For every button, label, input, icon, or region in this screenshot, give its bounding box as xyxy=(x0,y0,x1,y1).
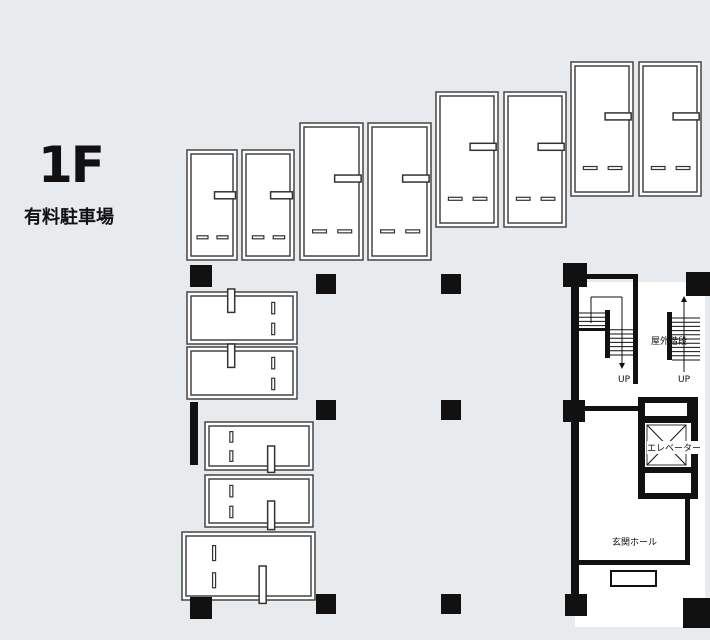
parking-space xyxy=(186,346,298,400)
wheel-stop xyxy=(229,450,234,462)
wheel-stop xyxy=(405,229,421,234)
parking-space-inner xyxy=(185,535,312,597)
wheel-stop xyxy=(607,165,623,171)
wheel-stop xyxy=(472,196,488,201)
parking-space xyxy=(367,122,432,261)
pillar xyxy=(686,272,710,296)
parking-space-inner xyxy=(208,478,310,524)
wheel-stop xyxy=(229,484,234,498)
wheel-stop xyxy=(380,229,396,234)
wheel-stop xyxy=(251,235,265,240)
pillar xyxy=(316,594,336,614)
pillar xyxy=(316,400,336,420)
elevator-bottom-panel xyxy=(645,473,691,493)
wall-hall-right xyxy=(685,495,690,565)
entrance-hall-label: 玄関ホール xyxy=(612,538,658,548)
elevator-top-panel xyxy=(645,403,687,416)
wall-left xyxy=(571,270,579,610)
parking-space-inner xyxy=(190,295,294,341)
pillar xyxy=(190,597,212,619)
parking-space xyxy=(181,531,316,601)
wall-mid xyxy=(575,406,640,411)
wheel-stop xyxy=(675,165,691,171)
pillar xyxy=(316,274,336,294)
wheel-stop xyxy=(312,229,328,234)
parking-space xyxy=(435,91,499,228)
entrance-mat xyxy=(610,570,657,587)
up-arrow-icon xyxy=(619,363,625,369)
wheel-stop xyxy=(650,165,666,171)
parking-door-handle xyxy=(604,112,632,121)
up-label-right: UP xyxy=(678,375,691,385)
parking-door-handle xyxy=(266,445,276,474)
stair-wall xyxy=(633,274,638,384)
parking-space-inner xyxy=(574,65,630,193)
wheel-stop xyxy=(447,196,463,201)
parking-space xyxy=(204,474,314,528)
wheel-stop xyxy=(272,235,286,240)
wall-hall-bottom xyxy=(575,560,690,565)
parking-space xyxy=(503,91,567,228)
pillar xyxy=(683,598,710,628)
parking-space xyxy=(186,149,238,261)
parking-door-handle xyxy=(469,142,497,152)
floor-title: 1F xyxy=(38,136,105,194)
wall-segment xyxy=(190,402,198,465)
wheel-stop xyxy=(196,235,209,240)
parking-door-handle xyxy=(266,500,276,531)
wheel-stop xyxy=(515,196,531,201)
parking-door-handle xyxy=(226,343,236,369)
parking-space xyxy=(241,149,295,261)
wheel-stop xyxy=(540,196,556,201)
wheel-stop xyxy=(337,229,353,234)
pillar xyxy=(190,265,212,287)
wall-top xyxy=(575,274,637,279)
up-label-left: UP xyxy=(618,375,631,385)
wheel-stop xyxy=(582,165,598,171)
wheel-stop xyxy=(211,544,217,562)
parking-space-inner xyxy=(439,95,495,224)
wheel-stop xyxy=(229,431,234,443)
pillar xyxy=(441,274,461,294)
wheel-stop xyxy=(216,235,229,240)
wheel-stop xyxy=(271,356,276,370)
parking-space xyxy=(299,122,364,261)
parking-space-inner xyxy=(642,65,698,193)
parking-door-handle xyxy=(258,565,267,605)
parking-door-handle xyxy=(401,174,430,183)
parking-door-handle xyxy=(213,191,237,200)
up-arrow-icon xyxy=(681,296,687,302)
stair-rail xyxy=(605,310,610,358)
wheel-stop xyxy=(271,322,276,336)
parking-door-handle xyxy=(672,112,700,121)
stair-rail xyxy=(667,312,672,360)
floor-subtitle: 有料駐車場 xyxy=(24,207,114,228)
parking-space xyxy=(638,61,702,197)
elevator-label: エレベーター xyxy=(647,441,702,454)
wheel-stop xyxy=(271,377,276,391)
parking-door-handle xyxy=(226,288,236,314)
parking-space-inner xyxy=(371,126,428,257)
parking-space-inner xyxy=(245,153,291,257)
parking-space-inner xyxy=(303,126,360,257)
outdoor-stairs-label: 屋外階段 xyxy=(651,337,688,347)
parking-space-inner xyxy=(190,350,294,396)
parking-space xyxy=(204,421,314,471)
landing-wall xyxy=(575,328,605,331)
wheel-stop xyxy=(271,301,276,315)
pillar xyxy=(441,594,461,614)
parking-space xyxy=(570,61,634,197)
wheel-stop xyxy=(211,572,217,589)
parking-space-inner xyxy=(190,153,234,257)
parking-door-handle xyxy=(333,174,362,183)
parking-space xyxy=(186,291,298,345)
parking-space-inner xyxy=(208,425,310,467)
pillar xyxy=(441,400,461,420)
parking-space-inner xyxy=(507,95,563,224)
parking-door-handle xyxy=(269,191,294,200)
parking-door-handle xyxy=(537,142,565,152)
wheel-stop xyxy=(229,505,234,519)
